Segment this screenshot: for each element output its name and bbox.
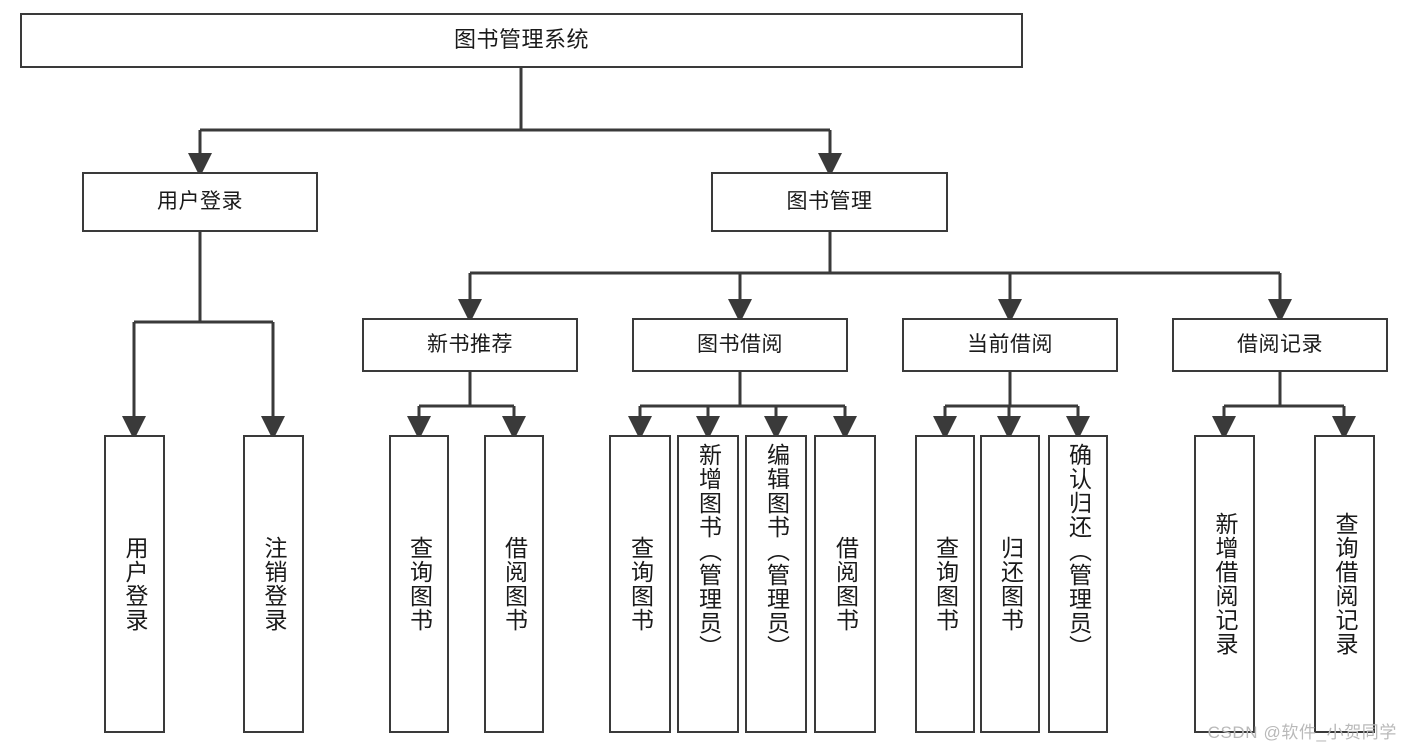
node-label: 用户登录 — [122, 536, 148, 632]
leaf-user-login[interactable]: 用户登录 — [104, 435, 165, 733]
leaf-query-borrow-record[interactable]: 查询借阅记录 — [1314, 435, 1375, 733]
leaf-add-book-admin[interactable]: 新增图书（管理员） — [677, 435, 739, 733]
node-label: 借阅记录 — [1237, 333, 1323, 357]
leaf-query-books-current[interactable]: 查询图书 — [915, 435, 975, 733]
leaf-return-books[interactable]: 归还图书 — [980, 435, 1040, 733]
node-label: 借阅图书 — [501, 536, 528, 632]
node-label: 查询图书 — [627, 536, 654, 632]
leaf-logout[interactable]: 注销登录 — [243, 435, 304, 733]
node-book-management[interactable]: 图书管理 — [711, 172, 948, 232]
node-label: 图书借阅 — [697, 333, 783, 357]
leaf-add-borrow-record[interactable]: 新增借阅记录 — [1194, 435, 1255, 733]
leaf-confirm-return-admin[interactable]: 确认归还（管理员） — [1048, 435, 1108, 733]
leaf-borrow-books[interactable]: 借阅图书 — [814, 435, 876, 733]
node-label: 确认归还（管理员） — [1065, 443, 1092, 659]
node-label: 图书管理 — [786, 190, 873, 214]
node-borrow-records[interactable]: 借阅记录 — [1172, 318, 1388, 372]
leaf-edit-book-admin[interactable]: 编辑图书（管理员） — [745, 435, 807, 733]
node-book-borrowing[interactable]: 图书借阅 — [632, 318, 848, 372]
leaf-borrow-books-newbook[interactable]: 借阅图书 — [484, 435, 544, 733]
node-label: 归还图书 — [997, 536, 1024, 632]
node-label: 用户登录 — [157, 190, 243, 214]
csdn-watermark: CSDN @软件_小贺同学 — [1207, 723, 1397, 742]
node-root-library-management-system[interactable]: 图书管理系统 — [20, 13, 1023, 68]
leaf-query-books-borrow[interactable]: 查询图书 — [609, 435, 671, 733]
node-label: 查询借阅记录 — [1332, 512, 1358, 656]
node-label: 新增借阅记录 — [1212, 512, 1238, 656]
node-new-book-recommendation[interactable]: 新书推荐 — [362, 318, 578, 372]
node-label: 编辑图书（管理员） — [763, 443, 790, 659]
node-label: 当前借阅 — [967, 333, 1053, 357]
node-label: 查询图书 — [406, 536, 433, 632]
node-current-borrowing[interactable]: 当前借阅 — [902, 318, 1118, 372]
node-label: 新书推荐 — [427, 333, 513, 357]
node-label: 借阅图书 — [832, 536, 859, 632]
node-label: 查询图书 — [932, 536, 959, 632]
node-label: 图书管理系统 — [453, 27, 589, 53]
node-user-login[interactable]: 用户登录 — [82, 172, 318, 232]
node-label: 注销登录 — [261, 536, 287, 632]
node-label: 新增图书（管理员） — [695, 443, 722, 659]
leaf-query-books-newbook[interactable]: 查询图书 — [389, 435, 449, 733]
